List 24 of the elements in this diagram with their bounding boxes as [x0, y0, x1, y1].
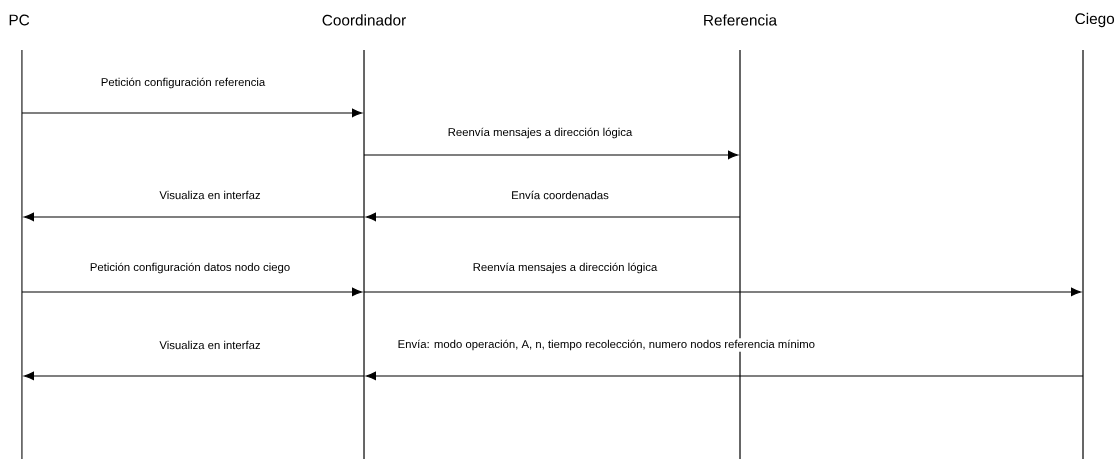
message-arrow — [365, 212, 741, 222]
edge-label: Reenvía mensajes a dirección lógica — [446, 126, 634, 140]
participant-label: Coordinador — [322, 14, 406, 26]
edge-label: Visualiza en interfaz — [158, 189, 262, 201]
message-arrow — [23, 371, 365, 381]
message-arrow — [21, 287, 363, 297]
participant-label: PC — [9, 14, 30, 26]
participant-label: Ciego — [1075, 12, 1115, 28]
edge-label: Reenvía mensajes a dirección lógica — [471, 261, 659, 275]
lifeline — [21, 49, 23, 459]
edge-label: Envía coordenadas — [509, 189, 611, 201]
lifeline — [363, 49, 365, 459]
edge-label: Petición configuración datos nodo ciego — [88, 261, 292, 275]
lifeline — [1082, 49, 1084, 459]
lifeline — [739, 49, 741, 459]
edge-label: Petición configuración referencia — [99, 76, 267, 90]
edge-label: Envía: modo operación, A, n, tiempo recolección, numero nodos referencia mínimo — [396, 338, 817, 352]
message-arrow — [23, 212, 365, 222]
participant-label: Referencia — [704, 14, 778, 26]
message-arrow — [363, 150, 739, 160]
message-arrow — [363, 287, 1082, 297]
edge-label: Visualiza en interfaz — [158, 339, 262, 351]
message-arrow — [21, 108, 363, 118]
message-arrow — [365, 371, 1084, 381]
